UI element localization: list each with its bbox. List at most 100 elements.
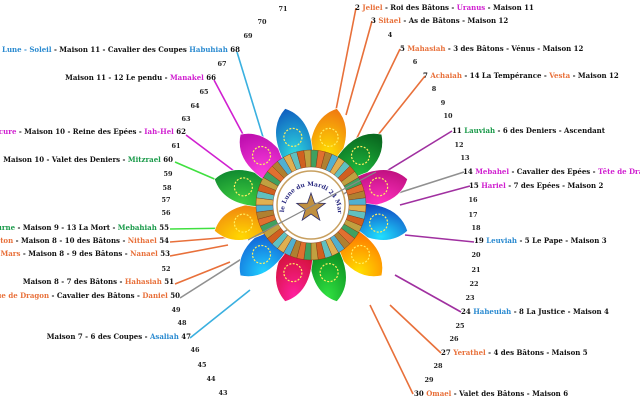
label-segment: Queue de Dragon [0,291,50,300]
label-segment: - 5 Le Pape - Maison 3 [517,236,607,245]
label-segment: Daniel [142,291,168,300]
connector-line [169,244,229,257]
degree-number: 14 [463,167,473,176]
degree-number: 45 [197,361,207,369]
degree-number: 30 [414,389,424,398]
degree-number: 20 [471,251,481,259]
degree-number: 69 [243,32,253,40]
angel-label: 2 Jeliel - Roi des Bâtons - Uranus - Mai… [355,4,534,12]
degree-number: 47 [181,332,191,341]
connector-line [355,48,401,141]
degree-number: 15 [469,181,479,190]
zodiac-glyph-icon [319,263,339,283]
label-segment: Mitzrael [127,155,161,164]
degree-number: 44 [206,375,216,383]
degree-number: 2 [355,3,360,12]
label-segment: - 14 La Tempérance - [461,71,550,80]
degree-number: 7 [423,71,428,80]
degree-number: 27 [441,348,451,357]
degree-number: 18 [471,224,481,232]
angel-label: 24 Haheuiah - 8 La Justice - Maison 4 [461,308,609,316]
label-segment: - Maison 9 - 13 La Mort - [15,223,118,232]
label-segment: Nanael [130,249,158,258]
degree-number: 13 [460,154,470,162]
connector-line [174,261,231,285]
label-segment: - Maison 11 [485,3,534,12]
degree-number: 49 [171,306,181,314]
degree-number: 46 [190,346,200,354]
connector-line [404,234,475,243]
axis-line [247,171,377,241]
degree-number: 68 [230,45,240,54]
angel-label: 5 Mahasiah - 3 des Bâtons - Vénus - Mais… [400,45,583,53]
degree-number: 19 [474,236,484,245]
degree-number: 61 [171,142,181,150]
angel-label: Mercure - Maison 10 - Reine des Epées - … [0,128,186,136]
connector-line [379,130,453,176]
label-segment: - Maison 12 [570,71,619,80]
label-segment: Maison 10 - Valet des Deniers - [3,155,128,164]
label-segment: - Cavalier des Epées - [509,167,599,176]
label-segment: Yerathel [453,348,486,357]
label-segment: - 3 des Bâtons - Vénus - Maison 12 [445,44,584,53]
label-segment: Lauviah [464,126,496,135]
label-segment: - Maison 8 - 10 des Bâtons - [13,236,128,245]
label-segment: Mahasiah [407,44,446,53]
zodiac-glyph-icon [369,213,389,233]
label-segment: Nithael [127,236,157,245]
label-segment: Maison 7 - 6 des Coupes - [46,332,150,341]
label-segment: - Maison 11 - Cavalier des Coupes [51,45,190,54]
degree-number: 11 [452,126,462,135]
zodiac-glyph-icon [233,177,253,197]
zodiac-glyph-icon [350,244,371,265]
degree-number: 8 [431,85,437,93]
degree-number: 48 [177,319,187,327]
degree-number: 52 [161,265,171,273]
degree-number: 6 [412,58,418,66]
degree-number: 22 [469,280,479,288]
degree-number: 56 [161,209,171,217]
label-segment: Haheuiah [473,307,512,316]
angel-label: 27 Yerathel - 4 des Bâtons - Maison 5 [441,349,588,357]
label-segment: - Roi des Bâtons - [382,3,457,12]
label-segment: Manakel [169,73,204,82]
connector-line [391,171,465,196]
degree-number: 21 [471,266,481,274]
angel-label: Maison 11 - 12 Le pendu - Manakel 66 [65,74,216,82]
degree-number: 17 [468,211,478,219]
label-segment: Pluton [0,236,14,245]
zodiac-glyph-icon [369,177,389,197]
degree-number: 54 [159,236,169,245]
zodiac-glyph-icon [251,145,272,166]
label-segment: Habuhiah [189,45,228,54]
degree-number: 25 [455,322,465,330]
angel-label: 7 Achaiah - 14 La Tempérance - Vesta - M… [423,72,619,80]
degree-number: 53 [160,249,170,258]
angel-label: Pluton - Maison 8 - 10 des Bâtons - Nith… [0,237,169,245]
degree-number: 4 [387,31,393,39]
degree-number: 3 [371,16,376,25]
degree-number: 66 [206,73,216,82]
label-segment: Saturne [0,223,16,232]
angel-label: Maison 8 - 7 des Bâtons - Hahasiah 51 [23,278,174,286]
angel-label: Jupiter - Mars - Maison 8 - 9 des Bâtons… [0,250,170,258]
angel-label: Saturne - Maison 9 - 13 La Mort - Mebahi… [0,224,169,232]
degree-number: 9 [440,99,446,107]
label-segment: - Cavalier des Bâtons - [49,291,143,300]
label-segment: Mercure [0,127,17,136]
degree-number: 29 [424,376,434,384]
degree-number: 60 [163,155,173,164]
angel-label: Maison 10 - Valet des Deniers - Mitzrael… [3,156,173,164]
label-segment: - 4 des Bâtons - Maison 5 [485,348,588,357]
label-segment: Maison 8 - 7 des Bâtons - [22,277,125,286]
angel-label: 14 Mebahel - Cavalier des Epées - Tête d… [463,168,640,176]
zodiac-glyph-icon [233,213,253,233]
degree-number: 16 [468,196,478,204]
degree-number: 64 [190,102,200,110]
degree-number: 57 [161,196,171,204]
label-segment: - 6 des Deniers - Ascendant [495,126,605,135]
connector-line [394,274,462,313]
degree-number: 5 [400,44,405,53]
